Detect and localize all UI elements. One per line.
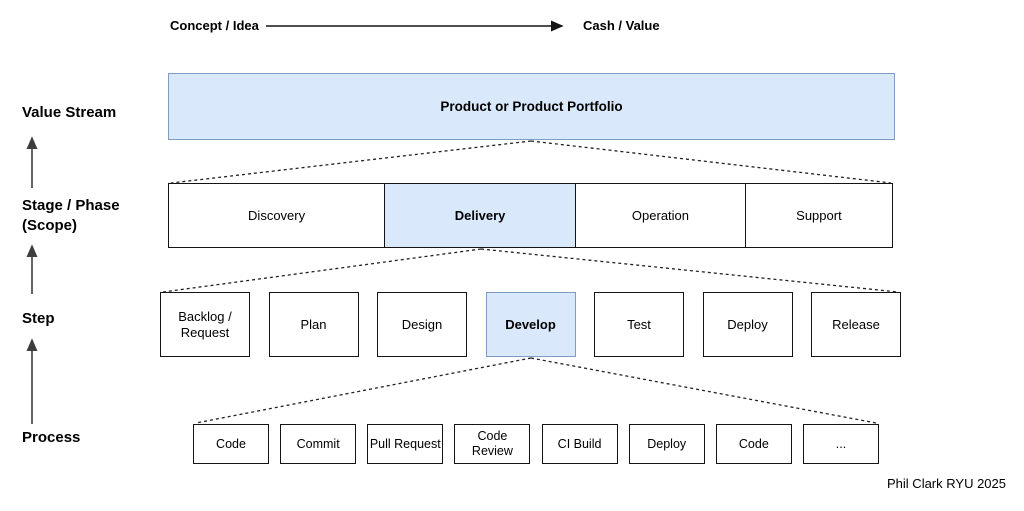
step-box-release: Release	[811, 292, 901, 357]
process-box-pull-request: Pull Request	[367, 424, 444, 464]
value-stream-box: Product or Product Portfolio	[168, 73, 895, 140]
fan-delivery-to-steps-right	[480, 248, 899, 293]
process-box-code-2: Code	[715, 424, 792, 464]
level-label-value-stream: Value Stream	[22, 104, 117, 121]
process-box-code-review: Code Review	[454, 424, 531, 464]
stage-box-discovery: Discovery	[169, 184, 386, 247]
step-box-deploy: Deploy	[702, 292, 793, 357]
process-box-ci-build: CI Build	[541, 424, 618, 464]
step-box-design: Design	[377, 292, 467, 357]
fan-product-to-stages-left	[170, 140, 532, 184]
process-box-deploy: Deploy	[628, 424, 705, 464]
concept-idea-label: Concept / Idea	[170, 18, 259, 33]
level-label-stage-line1: Stage / Phase	[22, 197, 120, 214]
level-label-step: Step	[22, 310, 55, 327]
cash-value-label: Cash / Value	[583, 18, 660, 33]
step-box-backlog-request: Backlog / Request	[160, 292, 250, 357]
fan-develop-to-processes-left	[195, 357, 532, 424]
process-box-commit: Commit	[280, 424, 357, 464]
stage-box-support: Support	[745, 184, 892, 247]
fan-develop-to-processes-right	[530, 357, 877, 424]
step-box-plan: Plan	[268, 292, 359, 357]
process-row: Code Commit Pull Request Code Review CI …	[193, 424, 879, 464]
process-box-code-1: Code	[193, 424, 269, 464]
stage-row: Discovery Delivery Operation Support	[168, 183, 893, 248]
stage-box-operation: Operation	[576, 184, 746, 247]
step-box-test: Test	[594, 292, 684, 357]
stage-box-delivery: Delivery	[385, 184, 577, 247]
step-row: Backlog / Request Plan Design Develop Te…	[160, 292, 901, 357]
process-box-ellipsis: ...	[802, 424, 879, 464]
fan-product-to-stages-right	[530, 140, 892, 184]
level-label-stage-line2: (Scope)	[22, 217, 78, 234]
credit-text: Phil Clark RYU 2025	[887, 476, 1006, 491]
level-label-stage-phase: Stage / Phase (Scope)	[22, 196, 120, 236]
step-box-develop: Develop	[485, 292, 576, 357]
level-label-process: Process	[22, 429, 81, 446]
fan-delivery-to-steps-left	[162, 248, 482, 293]
